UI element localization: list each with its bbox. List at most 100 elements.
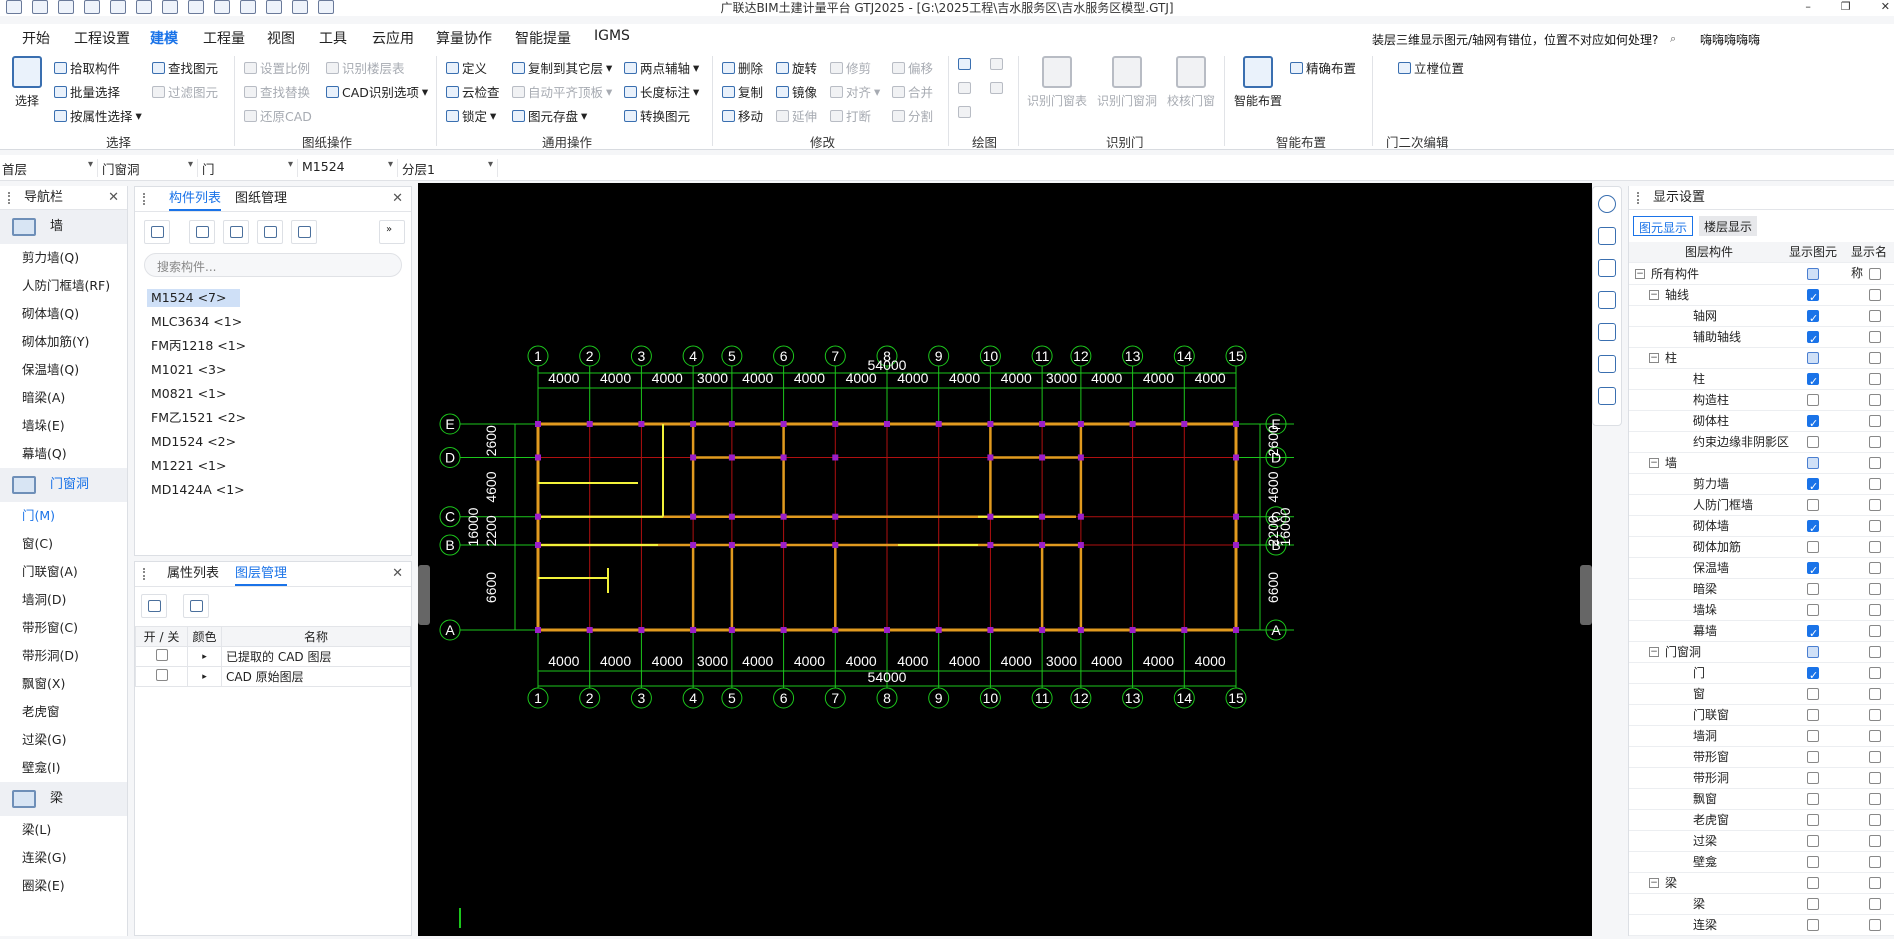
show-element-checkbox[interactable] bbox=[1807, 457, 1819, 469]
menu-tools[interactable]: 工具 bbox=[319, 31, 347, 47]
trim-button[interactable]: 修剪 bbox=[830, 58, 871, 77]
collapse-icon[interactable]: − bbox=[1649, 878, 1659, 888]
help-question-link[interactable]: 装层三维显示图元/轴网有错位，位置不对应如何处理? bbox=[1372, 33, 1659, 47]
nav-item[interactable]: 砌体加筋(Y) bbox=[22, 334, 90, 349]
break-button[interactable]: 打断 bbox=[830, 106, 871, 125]
show-name-checkbox[interactable] bbox=[1869, 793, 1881, 805]
show-element-checkbox[interactable] bbox=[1807, 518, 1819, 539]
menu-cloud[interactable]: 云应用 bbox=[372, 31, 414, 47]
show-element-checkbox[interactable] bbox=[1807, 308, 1819, 329]
merge-button[interactable]: 合并 bbox=[892, 82, 933, 101]
draw-line-button[interactable] bbox=[958, 82, 971, 94]
redo-icon[interactable] bbox=[136, 0, 152, 14]
restore-button[interactable]: ❐ bbox=[1840, 0, 1851, 13]
more-button[interactable]: » bbox=[379, 220, 405, 244]
show-name-checkbox[interactable] bbox=[1869, 751, 1881, 763]
delete-component-button[interactable] bbox=[223, 220, 249, 244]
nav-item[interactable]: 幕墙(Q) bbox=[22, 446, 67, 461]
view-2d3d-icon[interactable] bbox=[1598, 227, 1616, 245]
two-point-aux-axis-button[interactable]: 两点辅轴▾ bbox=[624, 58, 699, 77]
show-element-checkbox[interactable] bbox=[1807, 352, 1819, 364]
component-item[interactable]: MD1524 <2> bbox=[151, 434, 237, 449]
move-button[interactable]: 移动 bbox=[722, 106, 763, 125]
cloud-check-button[interactable]: 云检查 bbox=[446, 82, 500, 101]
save-icon[interactable] bbox=[84, 0, 100, 14]
select-by-property-button[interactable]: 按属性选择▾ bbox=[54, 106, 142, 125]
show-name-checkbox[interactable] bbox=[1869, 310, 1881, 322]
drag-handle-icon[interactable] bbox=[8, 192, 12, 204]
component-item[interactable]: MLC3634 <1> bbox=[151, 314, 243, 329]
rotate-view-icon[interactable] bbox=[1598, 195, 1616, 213]
tab-drawing-management[interactable]: 图纸管理 bbox=[235, 191, 288, 206]
show-name-checkbox[interactable] bbox=[1869, 772, 1881, 784]
show-name-checkbox[interactable] bbox=[1869, 877, 1881, 889]
show-element-checkbox[interactable] bbox=[1807, 751, 1819, 763]
lock-button[interactable]: 锁定▾ bbox=[446, 106, 496, 125]
identify-door-opening-button[interactable]: 识别门窗洞 bbox=[1096, 56, 1158, 109]
copy-button[interactable]: 复制 bbox=[722, 82, 763, 101]
tab-layer-management[interactable]: 图层管理 bbox=[235, 562, 288, 586]
minimize-button[interactable]: – bbox=[1805, 0, 1811, 13]
collapse-icon[interactable]: − bbox=[1635, 269, 1645, 279]
show-name-checkbox[interactable] bbox=[1869, 331, 1881, 343]
show-name-checkbox[interactable] bbox=[1869, 562, 1881, 574]
close-icon[interactable]: ✕ bbox=[392, 191, 403, 206]
nav-category-wall[interactable]: 墙 bbox=[0, 210, 127, 244]
nav-item[interactable]: 墙垛(E) bbox=[22, 418, 65, 433]
show-name-checkbox[interactable] bbox=[1869, 709, 1881, 721]
show-name-checkbox[interactable] bbox=[1869, 898, 1881, 910]
sum-icon[interactable] bbox=[162, 0, 178, 14]
undo-icon[interactable] bbox=[110, 0, 126, 14]
filter-element-button[interactable]: 过滤图元 bbox=[152, 82, 218, 101]
component-search-input[interactable]: 搜索构件... bbox=[144, 253, 402, 277]
smart-layout-button[interactable]: 智能布置 bbox=[1232, 56, 1284, 109]
pick-component-button[interactable]: 拾取构件 bbox=[54, 58, 120, 77]
show-element-checkbox[interactable] bbox=[1807, 268, 1819, 280]
show-element-checkbox[interactable] bbox=[1807, 436, 1819, 448]
show-element-checkbox[interactable] bbox=[1807, 856, 1819, 868]
cloud-icon[interactable] bbox=[292, 0, 308, 14]
show-name-checkbox[interactable] bbox=[1869, 646, 1881, 658]
show-name-checkbox[interactable] bbox=[1869, 730, 1881, 742]
show-element-checkbox[interactable] bbox=[1807, 476, 1819, 497]
auto-align-slab-button[interactable]: 自动平齐顶板▾ bbox=[512, 82, 612, 101]
nav-item[interactable]: 保温墙(Q) bbox=[22, 362, 80, 377]
component-item[interactable]: M1221 <1> bbox=[151, 458, 227, 473]
show-element-checkbox[interactable] bbox=[1807, 413, 1819, 434]
fullscreen-icon[interactable] bbox=[1598, 323, 1616, 341]
define-button[interactable]: 定义 bbox=[446, 58, 487, 77]
close-icon[interactable]: ✕ bbox=[392, 566, 403, 581]
copy-to-floor-button[interactable]: 复制到其它层▾ bbox=[512, 58, 612, 77]
expand-icon[interactable]: ▸ bbox=[187, 646, 222, 667]
draw-point-button[interactable] bbox=[958, 58, 971, 70]
component-item[interactable]: FM乙1521 <2> bbox=[151, 410, 247, 425]
component-item[interactable]: FM丙1218 <1> bbox=[151, 338, 247, 353]
open-file-icon[interactable] bbox=[58, 0, 74, 14]
nav-category-beam[interactable]: 梁 bbox=[0, 782, 127, 816]
show-name-checkbox[interactable] bbox=[1869, 835, 1881, 847]
show-name-checkbox[interactable] bbox=[1869, 919, 1881, 931]
show-element-checkbox[interactable] bbox=[1807, 604, 1819, 616]
show-element-checkbox[interactable] bbox=[1807, 665, 1819, 686]
export-icon[interactable] bbox=[318, 0, 334, 14]
type-select[interactable]: 门 bbox=[200, 159, 298, 177]
tab-property-list[interactable]: 属性列表 bbox=[167, 566, 220, 581]
layer-toggle-checkbox[interactable] bbox=[155, 669, 168, 681]
copy-layer-button[interactable] bbox=[257, 220, 283, 244]
collapse-icon[interactable]: − bbox=[1649, 353, 1659, 363]
nav-item[interactable]: 圈梁(E) bbox=[22, 878, 65, 893]
component-item[interactable]: M1021 <3> bbox=[151, 362, 227, 377]
nav-item[interactable]: 梁(L) bbox=[22, 822, 52, 837]
expand-icon[interactable]: ▸ bbox=[187, 666, 222, 687]
drag-handle-icon[interactable] bbox=[143, 193, 147, 205]
show-element-checkbox[interactable] bbox=[1807, 583, 1819, 595]
close-button[interactable]: ✕ bbox=[1880, 0, 1890, 13]
show-element-checkbox[interactable] bbox=[1807, 688, 1819, 700]
identify-floor-table-button[interactable]: 识别楼层表 bbox=[326, 58, 405, 77]
show-name-checkbox[interactable] bbox=[1869, 499, 1881, 511]
find-replace-button[interactable]: 查找替换 bbox=[244, 82, 310, 101]
edit-icon[interactable] bbox=[266, 0, 282, 14]
offset-button[interactable]: 偏移 bbox=[892, 58, 933, 77]
check-door-button[interactable]: 校核门窗 bbox=[1166, 56, 1216, 109]
